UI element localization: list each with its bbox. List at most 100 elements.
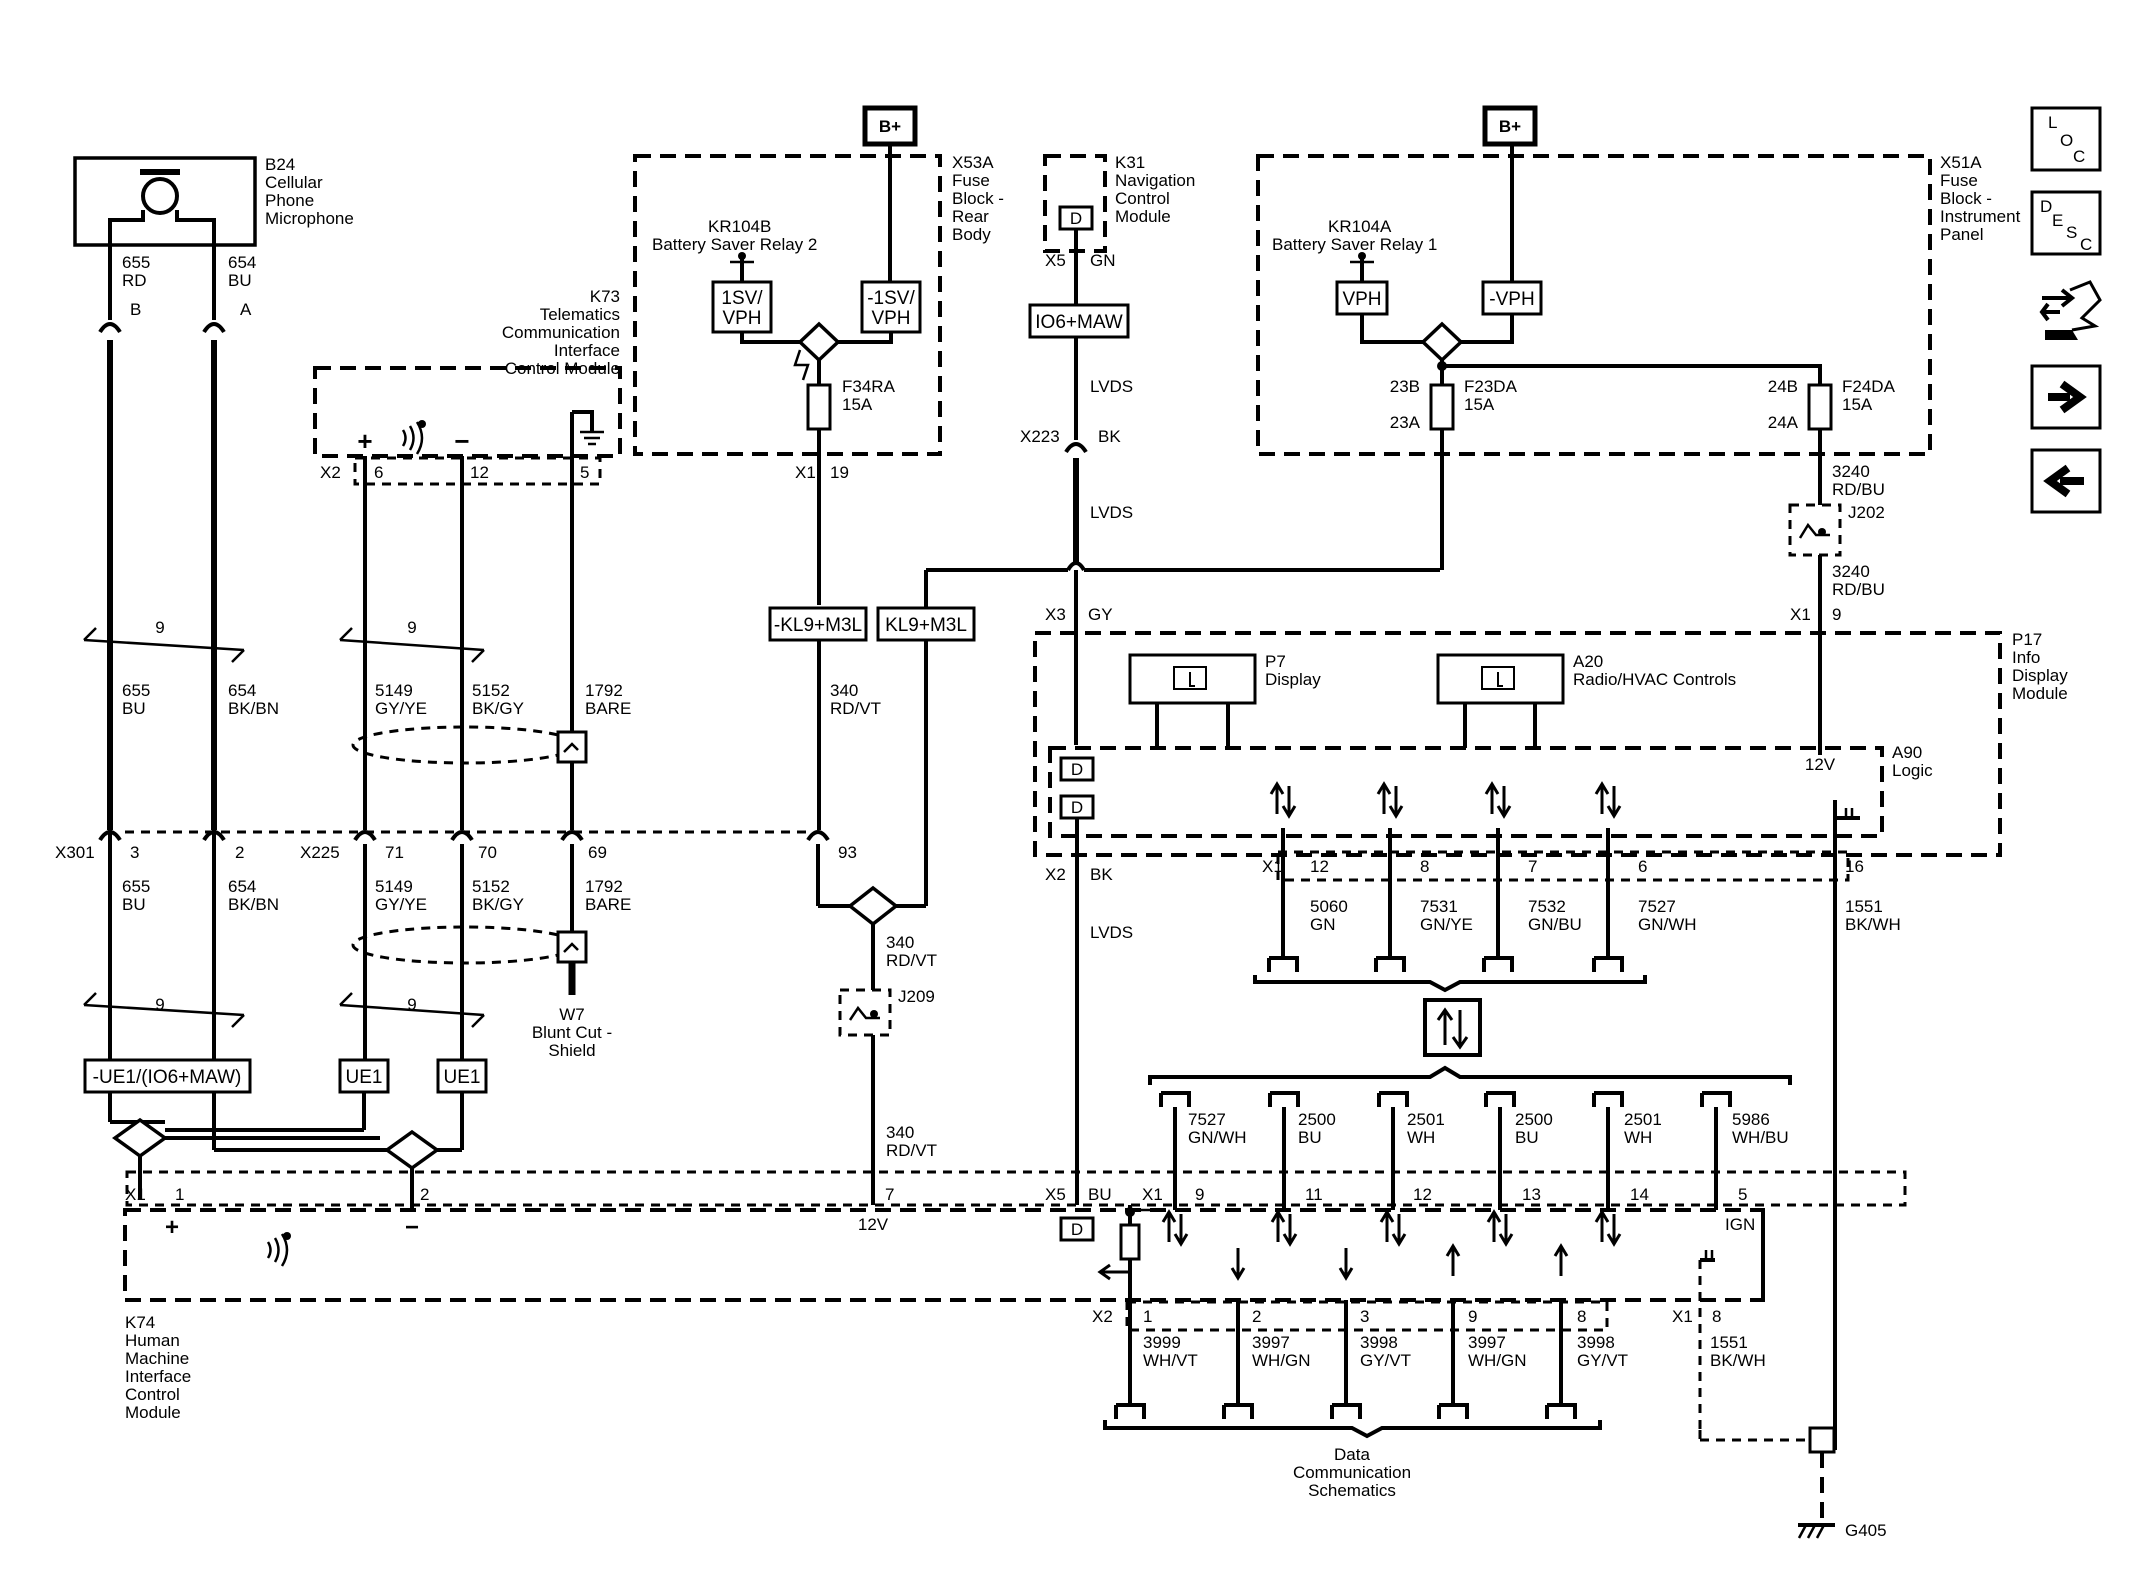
plus-symbol: + [357, 426, 372, 456]
previous-page-button[interactable] [2030, 448, 2102, 514]
x51a-fuse-block-outline [1256, 154, 1932, 456]
twist-count: 9 [407, 995, 416, 1014]
pin-label: 8 [1577, 1307, 1586, 1326]
wire-color: BK/BN [228, 895, 279, 914]
pin-label: 7 [885, 1185, 894, 1204]
pin-label: 1 [175, 1185, 184, 1204]
a90-id: A90 [1892, 743, 1922, 762]
connector-pin [202, 322, 226, 334]
data-comm-label: Data Communication Schematics [1293, 1445, 1411, 1500]
k73-label: K73 Telematics Communication Interface C… [502, 287, 620, 378]
relay-name: Battery Saver Relay 1 [1272, 235, 1437, 254]
wire-number: 655 [122, 877, 150, 896]
wire-color: WH/GN [1252, 1351, 1311, 1370]
wire-color: BK [1098, 427, 1121, 446]
connector-x1: X1 [125, 1185, 146, 1204]
wire-number: 5060 [1310, 897, 1348, 916]
fuse-terminal: 24B [1768, 377, 1798, 396]
bus-terminal [1437, 1403, 1469, 1419]
wire-color: GN/WH [1638, 915, 1697, 934]
mode-label: KL9+M3L [885, 615, 967, 636]
bus-terminal [1482, 956, 1514, 972]
wire-number: 7532 [1528, 897, 1566, 916]
wire-color: BK/WH [1845, 915, 1901, 934]
x51a-line: Block - [1940, 189, 1992, 208]
desc-letter: C [2080, 235, 2092, 254]
wire-number: 3997 [1252, 1333, 1290, 1352]
pin-label: 12 [1413, 1185, 1432, 1204]
twist-count: 9 [407, 618, 416, 637]
pin-label: 1 [1143, 1307, 1152, 1326]
pin-label: 8 [1712, 1307, 1721, 1326]
k73-line: Communication [502, 323, 620, 342]
mode-label: 1SV/ [721, 288, 763, 309]
wire-color: RD/BU [1832, 480, 1885, 499]
b24-line: Cellular [265, 173, 323, 192]
wire-number: 5152 [472, 681, 510, 700]
j202-splice [1788, 503, 1842, 557]
bidirectional-arrow-icon [1379, 1209, 1407, 1247]
wire-color: BK/WH [1710, 1351, 1766, 1370]
data-d-icon: D [1059, 794, 1095, 820]
bus-terminal [1700, 1091, 1732, 1107]
d-label: D [1071, 1220, 1083, 1239]
voltage-label: 12V [858, 1215, 889, 1234]
a90-name: Logic [1892, 761, 1933, 780]
wire-number: 3998 [1577, 1333, 1615, 1352]
pin-label: 14 [1630, 1185, 1649, 1204]
k31-line: Control [1115, 189, 1170, 208]
k74-line: Human [125, 1331, 180, 1350]
pin-label: B [130, 300, 141, 319]
loc-button[interactable]: L O C [2030, 106, 2102, 172]
wire-color: GY/YE [375, 895, 427, 914]
wire-number: 340 [886, 1123, 914, 1142]
relay-id: KR104B [708, 217, 771, 236]
wire-color: WH [1624, 1128, 1652, 1147]
wire-color: BU [1088, 1185, 1112, 1204]
fuse-id: F34RA [842, 377, 896, 396]
wire-color: GN [1310, 915, 1336, 934]
desc-button[interactable]: D E S C [2030, 190, 2102, 256]
mode-label: UE1 [444, 1067, 481, 1088]
connector-x1: X1 [1142, 1185, 1163, 1204]
connector-view-icon[interactable] [2039, 280, 2102, 340]
touch-icon [1481, 666, 1515, 690]
connector-x225: X225 [300, 843, 340, 862]
bus-terminal [1592, 1091, 1624, 1107]
p7-name: Display [1265, 670, 1321, 689]
g405-label: G405 [1845, 1521, 1887, 1540]
k31-label: K31 Navigation Control Module [1115, 153, 1195, 226]
wire-number: 340 [830, 681, 858, 700]
next-page-button[interactable] [2030, 364, 2102, 430]
connector-x2: X2 [1045, 865, 1066, 884]
pin-label: 16 [1845, 857, 1864, 876]
pin-label: 6 [1638, 857, 1647, 876]
data-comm-line: Schematics [1308, 1481, 1396, 1500]
pin-label: 9 [1195, 1185, 1204, 1204]
b24-id: B24 [265, 155, 295, 174]
wire-color: GY/VT [1360, 1351, 1411, 1370]
bus-terminal [1592, 956, 1624, 972]
wire-color: BK/GY [472, 895, 524, 914]
bus-terminal [1484, 1091, 1516, 1107]
wire-number: 2501 [1407, 1110, 1445, 1129]
loc-letter: L [2048, 113, 2057, 132]
wire-number: 3997 [1468, 1333, 1506, 1352]
minus-symbol: − [454, 426, 469, 456]
wire-number: 3998 [1360, 1333, 1398, 1352]
bus-terminal [1268, 1091, 1300, 1107]
wire-number: 5149 [375, 681, 413, 700]
k31-line: Module [1115, 207, 1171, 226]
data-comm-line: Data [1334, 1445, 1370, 1464]
bus-terminal [1267, 956, 1299, 972]
x51a-id: X51A [1940, 153, 1982, 172]
data-d-icon: D [1059, 756, 1095, 782]
ground-icon [1700, 1250, 1715, 1262]
p17-bus-pins [1267, 781, 1624, 972]
k73-id: K73 [590, 287, 620, 306]
b24-line: Microphone [265, 209, 354, 228]
touch-icon [1173, 666, 1207, 690]
w7-id: W7 [559, 1005, 585, 1024]
bidirectional-arrow-icon [1594, 1209, 1622, 1247]
k74-line: Machine [125, 1349, 189, 1368]
